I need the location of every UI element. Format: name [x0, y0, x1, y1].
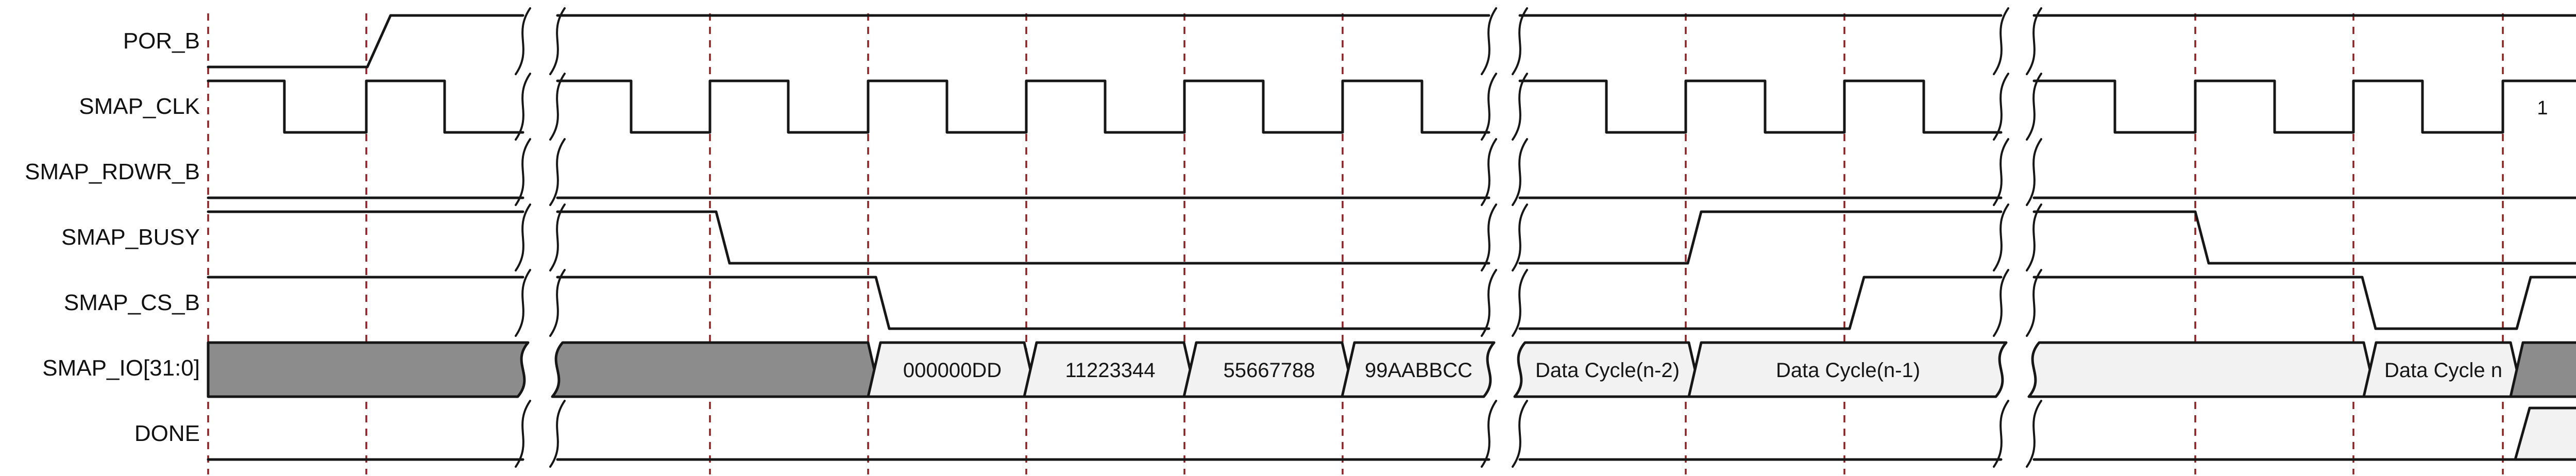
break-mark — [549, 138, 566, 206]
break-mark — [2026, 7, 2042, 75]
signal-wave-smap-busy — [1518, 210, 2003, 265]
bus-box-label: 55667788 — [1224, 359, 1315, 382]
signal-wave-smap-cs-b — [556, 276, 1490, 330]
break-mark — [515, 73, 531, 141]
break-mark — [1993, 269, 2009, 337]
break-mark — [2026, 73, 2042, 141]
bus-data-box — [2027, 341, 2378, 398]
signal-label-smap-rdwr-b: SMAP_RDWR_B — [25, 159, 200, 184]
signal-wave-smap-clk — [2032, 79, 2576, 134]
signal-label-smap-clk: SMAP_CLK — [79, 94, 200, 119]
bus-box-label: Data Cycle(n-2) — [1535, 359, 1680, 382]
break-mark — [549, 7, 566, 75]
break-mark — [515, 7, 531, 75]
break-mark — [549, 203, 566, 271]
break-mark — [549, 400, 566, 468]
bus-box-label: 000000DD — [903, 359, 1002, 382]
signal-wave-smap-busy — [2032, 210, 2576, 265]
signal-label-smap-cs-b: SMAP_CS_B — [63, 290, 200, 315]
signal-wave-smap-clk — [556, 79, 1490, 134]
break-mark — [2026, 400, 2042, 468]
break-mark — [549, 73, 566, 141]
bus-unknown-box — [551, 341, 882, 398]
clock-cycle-number: 1 — [2537, 97, 2548, 119]
signal-wave-smap-busy — [556, 210, 1490, 265]
break-mark — [1512, 73, 1528, 141]
signal-wave-smap-cs-b — [1518, 276, 2003, 330]
break-mark — [1481, 269, 1497, 337]
done-transition-band — [2514, 406, 2576, 461]
signal-wave-smap-cs-b — [2032, 276, 2576, 330]
break-mark — [1481, 400, 1497, 468]
signal-label-smap-io: SMAP_IO[31:0] — [42, 355, 200, 381]
bus-unknown-box — [207, 341, 530, 398]
bus-data-box — [1687, 341, 2008, 398]
bus-box-label: Data Cycle(n-1) — [1776, 359, 1920, 382]
break-mark — [1512, 138, 1528, 206]
break-mark — [1993, 400, 2009, 468]
bus-box-label: Data Cycle n — [2384, 359, 2502, 382]
break-mark — [1481, 138, 1497, 206]
break-mark — [1512, 203, 1528, 271]
bus-box-label: 99AABBCC — [1365, 359, 1472, 382]
break-mark — [1993, 138, 2009, 206]
break-mark — [2026, 138, 2042, 206]
break-mark — [549, 269, 566, 337]
bus-data-box — [1341, 341, 1496, 398]
signal-wave-smap-clk — [1518, 79, 2003, 134]
break-mark — [515, 138, 531, 206]
signal-wave-por-b — [207, 14, 524, 69]
signal-wave-smap-clk — [207, 79, 524, 134]
break-mark — [515, 269, 531, 337]
break-mark — [1512, 400, 1528, 468]
break-mark — [1512, 7, 1528, 75]
break-mark — [2026, 269, 2042, 337]
break-mark — [515, 203, 531, 271]
break-mark — [2026, 203, 2042, 271]
signal-label-smap-busy: SMAP_BUSY — [61, 225, 200, 250]
signal-label-done: DONE — [134, 421, 200, 446]
break-mark — [1481, 73, 1497, 141]
break-mark — [1481, 203, 1497, 271]
break-mark — [515, 400, 531, 468]
bus-unknown-box — [2509, 341, 2576, 398]
bus-data-box — [1513, 341, 1703, 398]
signal-label-por-b: POR_B — [123, 28, 200, 54]
bus-box-label: 11223344 — [1065, 359, 1156, 382]
break-mark — [1993, 73, 2009, 141]
break-mark — [1512, 269, 1528, 337]
break-mark — [1993, 7, 2009, 75]
break-mark — [1993, 203, 2009, 271]
break-mark — [1481, 7, 1497, 75]
